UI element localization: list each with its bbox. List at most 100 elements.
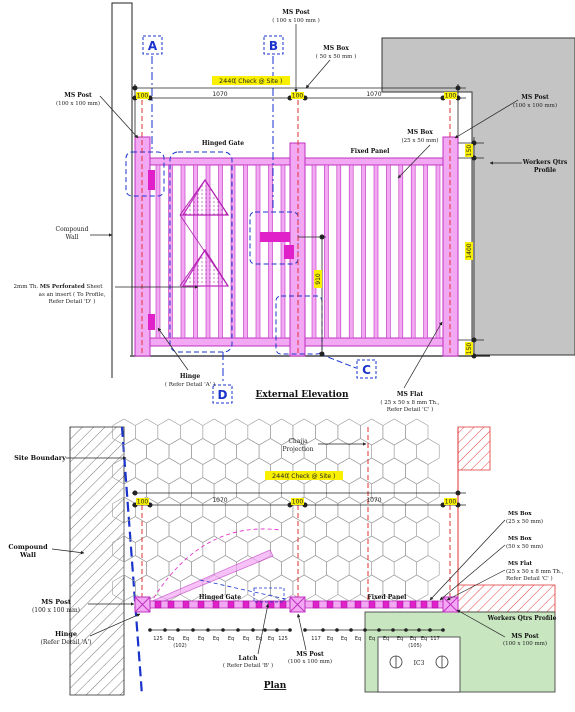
hex-cell bbox=[326, 516, 350, 543]
bay-note-left: (102) bbox=[173, 643, 186, 649]
hex-cell bbox=[326, 438, 350, 465]
plan-title: Plan bbox=[264, 681, 287, 691]
plan-box bbox=[212, 600, 220, 609]
dim-top-2: 1070 bbox=[212, 91, 227, 98]
bay-right-2: Eq bbox=[341, 636, 347, 642]
plan-box bbox=[409, 600, 417, 609]
compound-wall-label-1: Compound bbox=[56, 226, 89, 233]
hex-cell bbox=[315, 496, 339, 524]
bay-ticks bbox=[148, 628, 445, 632]
hex-cell bbox=[157, 418, 181, 446]
hex-cell bbox=[180, 496, 204, 524]
plan-ms-box-2a: MS Box bbox=[508, 536, 532, 542]
bay-tick bbox=[363, 628, 367, 632]
hex-cell bbox=[326, 555, 350, 582]
ms-flat-label-3: Refer Detail 'C' ) bbox=[387, 406, 434, 413]
hex-cell bbox=[191, 477, 215, 504]
plan-ms-post-left-2: (100 x 100 mm) bbox=[32, 607, 80, 614]
hex-cell bbox=[337, 535, 361, 563]
bay-left-4: Eq bbox=[213, 636, 219, 642]
bay-left-6: Eq bbox=[243, 636, 249, 642]
hex-cell bbox=[360, 418, 384, 446]
plan-latch-2: ( Refer Detail 'B' ) bbox=[223, 662, 273, 669]
plan-view: IC3 2440 ( Check @ Site ) 100 1070 100 bbox=[8, 418, 564, 696]
hex-cell bbox=[416, 438, 440, 465]
bay-tick bbox=[191, 628, 195, 632]
bay-tick bbox=[288, 628, 292, 632]
hex-cell bbox=[146, 438, 170, 465]
plan-ms-post-mid-1: MS Post bbox=[296, 651, 324, 658]
gate-bar bbox=[180, 164, 186, 339]
hex-cell bbox=[281, 516, 305, 543]
plan-ms-box-1a: MS Box bbox=[508, 511, 532, 517]
panel-bar bbox=[336, 164, 342, 339]
perforated-sheet bbox=[179, 178, 230, 287]
bay-right-9: 117 bbox=[430, 636, 440, 642]
plan-posts bbox=[134, 596, 459, 613]
hex-cell bbox=[225, 496, 249, 524]
plan-hinged-gate: Hinged Gate bbox=[199, 594, 241, 601]
plan-ms-post-left-1: MS Post bbox=[41, 598, 71, 606]
bay-tick bbox=[417, 628, 421, 632]
hex-cell bbox=[180, 418, 204, 446]
hex-cell bbox=[202, 457, 226, 485]
gate-bars bbox=[155, 164, 286, 339]
elevation-view: A B C D 2440 ( Check @ S bbox=[14, 2, 575, 413]
plan-dim-2: 1070 bbox=[212, 497, 227, 504]
ic-label: IC3 bbox=[414, 660, 425, 667]
compound-wall-label-2: Wall bbox=[65, 234, 78, 241]
hex-cell bbox=[157, 457, 181, 485]
plan-fixed-panel: Fixed Panel bbox=[368, 594, 408, 601]
plan-compound-wall bbox=[69, 426, 125, 696]
bay-left-8: Eq bbox=[268, 636, 274, 642]
hex-cell bbox=[225, 418, 249, 446]
callout-d: D bbox=[218, 388, 228, 402]
panel-bar bbox=[361, 164, 366, 339]
bay-tick bbox=[263, 628, 267, 632]
plan-compound-wall-label-2: Wall bbox=[19, 551, 36, 559]
dim-top-1: 100 bbox=[137, 93, 149, 100]
chajja-label-2: Projection bbox=[282, 446, 313, 453]
hex-cell bbox=[382, 496, 406, 524]
bay-tick bbox=[221, 628, 225, 632]
hex-cell bbox=[123, 555, 147, 582]
ms-post-right-label: MS Post bbox=[521, 94, 549, 101]
hex-cell bbox=[315, 418, 339, 446]
plan-dim-1: 100 bbox=[137, 499, 149, 506]
bay-tick bbox=[251, 628, 255, 632]
plan-dim-5: 100 bbox=[445, 499, 457, 506]
hex-cell bbox=[270, 535, 294, 563]
plan-ms-box-1b: (25 x 50 mm) bbox=[506, 518, 543, 525]
plan-ms-flat-2: (25 x 50 x 8 mm Th., bbox=[506, 568, 564, 575]
gate-top-rail bbox=[149, 157, 291, 166]
bay-tick bbox=[176, 628, 180, 632]
plan-ms-flat-1: MS Flat bbox=[508, 561, 533, 567]
hex-cell bbox=[405, 496, 429, 524]
site-boundary-label: Site Boundary bbox=[14, 454, 66, 462]
ms-box-top-label: MS Box bbox=[323, 45, 349, 52]
plan-box bbox=[420, 600, 428, 609]
gate-swing-arc bbox=[149, 528, 281, 605]
hex-cell bbox=[405, 457, 429, 485]
bay-tick bbox=[163, 628, 167, 632]
hex-cell bbox=[303, 516, 327, 543]
bay-tick bbox=[303, 628, 307, 632]
bay-left-1: Eq bbox=[168, 636, 174, 642]
ms-box-top-size: ( 50 x 50 mm ) bbox=[316, 53, 357, 60]
hex-cell bbox=[168, 516, 192, 543]
hex-cell bbox=[337, 418, 361, 446]
bay-left-9: 125 bbox=[278, 636, 288, 642]
hex-cell bbox=[135, 418, 159, 446]
hex-cell bbox=[393, 516, 418, 543]
hex-cell bbox=[382, 535, 406, 563]
bay-tick bbox=[148, 628, 152, 632]
bay-tick bbox=[349, 628, 353, 632]
dim-latch-height: 910 bbox=[315, 273, 322, 285]
hex-cell bbox=[393, 477, 418, 504]
bay-tick bbox=[391, 628, 395, 632]
perf-sheet-line-2: as an insert ( To Profile, bbox=[39, 291, 106, 298]
hex-cell bbox=[416, 516, 440, 543]
hex-cell bbox=[326, 477, 350, 504]
bay-tick bbox=[377, 628, 381, 632]
hex-cell bbox=[213, 438, 237, 465]
